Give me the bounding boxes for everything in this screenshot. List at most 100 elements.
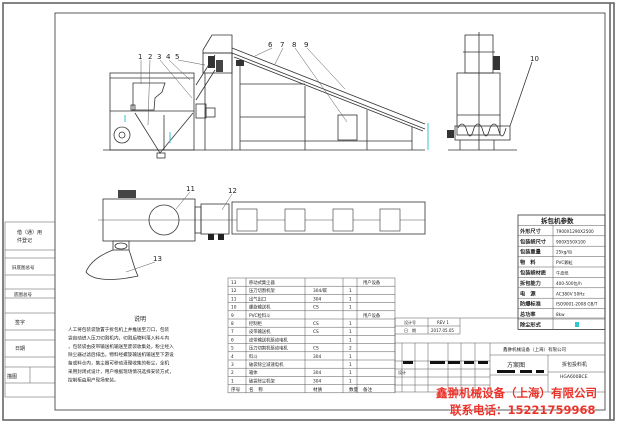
- strip-label-trace: 描图: [7, 373, 17, 380]
- parts-cell: 7: [231, 329, 234, 335]
- parts-row: 8 控制柜 CS 1: [231, 320, 352, 327]
- parts-cell: 8: [231, 321, 234, 327]
- spec-label: 电 源: [520, 289, 536, 297]
- parts-cell: CS: [313, 346, 319, 352]
- callout-9: 9: [304, 41, 308, 49]
- callout-10: 10: [530, 55, 539, 63]
- parts-cell: 压刀切割机驱动电机: [249, 345, 288, 352]
- parts-cell: 用户设备: [363, 279, 381, 286]
- strip-label-borrowed: 借（通）用: [17, 229, 42, 236]
- design-no: REV 1: [437, 320, 449, 325]
- description-line: 控制柜由用户现场安装。: [68, 376, 119, 383]
- parts-cell: 皮带输送机: [249, 328, 271, 335]
- screw-conveyor-side-view: [447, 32, 533, 151]
- callout-1: 1: [138, 53, 142, 61]
- parts-cell: 10: [231, 305, 237, 311]
- parts-cell: 皮带输送机驱动电机: [249, 336, 288, 343]
- spec-row: 除尘形式: [520, 321, 542, 329]
- date-label: 日 期: [404, 327, 416, 333]
- parts-cell: 箱体: [249, 369, 258, 376]
- description-title: 说明: [134, 315, 146, 323]
- spec-label: 包装袋尺寸: [520, 237, 547, 245]
- spec-value: 400-500包/h: [556, 280, 582, 286]
- callout-11: 11: [186, 185, 195, 193]
- parts-cell: 1: [349, 321, 352, 327]
- left-title-strip: 借（通）用 件登记 旧底图总号 底图总号 签字 日期 描图: [4, 221, 56, 398]
- parts-cell: 304: [313, 378, 321, 384]
- strip-label-base-no: 底图总号: [14, 291, 32, 298]
- parts-cell: 用户设备: [363, 312, 381, 319]
- parts-cell: 破袋除尘减速电机: [249, 361, 284, 368]
- parts-cell: 破袋除尘机架: [249, 377, 275, 384]
- strip-label-sign: 签字: [15, 319, 25, 326]
- parts-cell: 1: [349, 370, 352, 376]
- callout-leaders: [140, 47, 348, 126]
- control-cabinet: [337, 114, 358, 141]
- company-name: 鑫翀机械设备（上海）有限公司: [503, 346, 566, 353]
- designer-label: 设计: [398, 369, 406, 375]
- description-notes: 说明 人工将包装袋放置于拆包机上并推送至刀口，包装袋自动进入压刀切割机内，切割后…: [68, 315, 174, 383]
- parts-cell: 304: [313, 370, 321, 376]
- callout-13: 13: [153, 255, 162, 263]
- parts-cell: 1: [231, 378, 234, 384]
- spec-label: 包装袋材质: [520, 269, 547, 277]
- parts-cell: 304: [313, 354, 321, 360]
- plan-view: [85, 190, 426, 280]
- parts-header-cell: 序号: [231, 386, 241, 393]
- parts-row: 13 移动式集尘器 用户设备: [231, 279, 381, 286]
- design-no-label: 设计号: [404, 319, 416, 325]
- spec-row: 电 源 AC380V 50Hz: [520, 289, 585, 297]
- description-line: 采用封闭式设计，用户根据现场情况选择安装方式，: [68, 368, 174, 375]
- spec-value: AC380V 50Hz: [556, 291, 585, 296]
- parts-cell: 控制柜: [249, 320, 263, 327]
- spec-value: 25kg/包: [556, 249, 573, 255]
- outer-border: [2, 2, 615, 421]
- drawing-type: 方案图: [507, 361, 525, 369]
- description-line: ，包装袋由皮带输送机输送至废袋收集处，粉尘经入: [68, 343, 174, 350]
- parts-cell: 料斗: [249, 353, 258, 360]
- callout-3: 3: [157, 53, 161, 61]
- parts-cell: 移动式集尘器: [249, 279, 275, 286]
- parts-header-cell: 材质: [313, 386, 323, 393]
- parts-cell: 13: [231, 280, 237, 286]
- callout-6: 6: [268, 41, 273, 49]
- parts-cell: 1: [349, 354, 352, 360]
- belt-conveyor-front-view: [231, 47, 429, 150]
- bag-dump-station-front-view: [103, 34, 425, 159]
- watermark-company: 鑫翀机械设备（上海）有限公司: [435, 386, 597, 400]
- spec-value: 牛皮纸: [556, 270, 569, 277]
- parts-cell: 304/碳: [313, 287, 328, 294]
- parts-cell: CS: [313, 321, 319, 327]
- description-line: 人工将包装袋放置于拆包机上并推送至刀口，包装: [68, 326, 169, 333]
- parts-cell: 出气出口: [249, 295, 266, 302]
- parts-cell: 304: [313, 296, 321, 302]
- parts-cell: 12: [231, 288, 237, 294]
- parts-cell: 1: [349, 337, 352, 343]
- spec-value: PVC颗粒: [556, 259, 573, 266]
- spec-label: 除尘形式: [520, 321, 542, 329]
- parts-cell: CS: [313, 305, 319, 311]
- strip-label-date: 日期: [15, 346, 25, 352]
- parts-cell: 9: [231, 313, 234, 319]
- description-lines: 人工将包装袋放置于拆包机上并推送至刀口，包装袋自动进入压刀切割机内，切割后物料落…: [68, 326, 174, 383]
- callout-4: 4: [166, 53, 171, 61]
- parts-cell: 11: [231, 296, 237, 302]
- dust-removal-mark: [575, 322, 579, 327]
- parts-cell: 1: [349, 362, 352, 368]
- spec-value: 7900X1290X2500: [556, 229, 594, 234]
- parts-cell: 1: [349, 329, 352, 335]
